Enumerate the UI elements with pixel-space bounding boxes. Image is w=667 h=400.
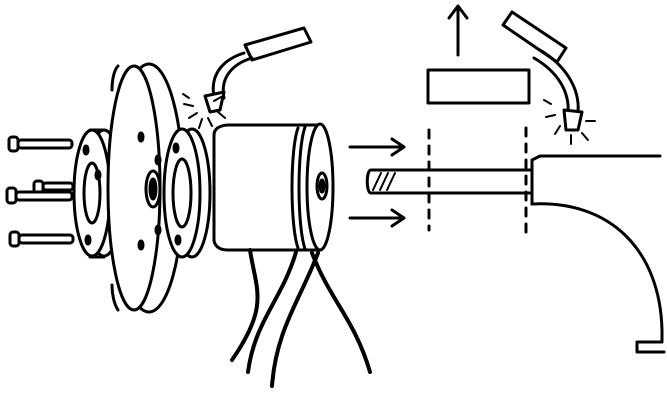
- welding-torch-right: [501, 10, 596, 145]
- shaft: [365, 168, 532, 195]
- large-disc: [106, 62, 185, 314]
- insert-arrow-bottom: [348, 208, 406, 228]
- weld-sparks-right: [543, 99, 596, 145]
- bolt: [7, 135, 74, 153]
- bolt: [32, 179, 75, 195]
- cylindrical-motor: [212, 122, 335, 252]
- wire: [270, 251, 320, 388]
- bolt: [5, 186, 74, 205]
- cut-lines: [427, 126, 528, 240]
- weld-sparks: [182, 93, 226, 129]
- right-flange: [162, 127, 212, 259]
- shaft-hatch: [372, 172, 396, 191]
- motor-wires: [230, 248, 372, 388]
- removed-section-block: [426, 68, 531, 105]
- welding-torch: [182, 26, 313, 129]
- lift-arrow: [447, 4, 469, 57]
- wire: [310, 251, 372, 374]
- bolts: [5, 135, 75, 248]
- insert-arrow-top: [348, 137, 406, 157]
- housing: [530, 154, 666, 354]
- wire: [230, 248, 260, 362]
- bolt: [8, 230, 75, 248]
- wire: [246, 250, 298, 374]
